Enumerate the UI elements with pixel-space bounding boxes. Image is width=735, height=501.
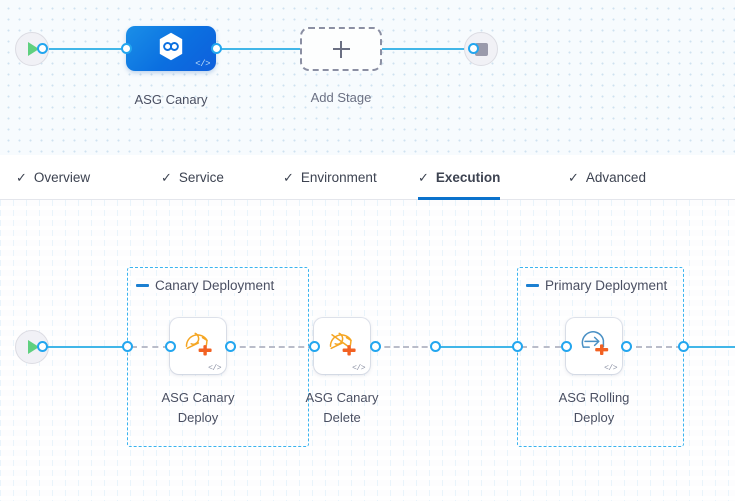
pipeline-stage-canvas[interactable]: </> ASG Canary Add Stage (0, 0, 735, 155)
execution-steps-canvas[interactable]: Canary Deployment </> ASG Canar (0, 200, 735, 501)
dash-link-canary-1 (131, 346, 169, 348)
step-node-asg-rolling-deploy[interactable]: </> (566, 318, 622, 374)
stage-config-tabs[interactable]: ✓ Overview ✓ Service ✓ Environment ✓ Exe… (0, 155, 735, 200)
step-asg-rolling-deploy-output-port[interactable] (621, 341, 632, 352)
add-stage-button[interactable] (300, 27, 382, 71)
tab-advanced[interactable]: ✓ Advanced (568, 155, 646, 200)
check-icon: ✓ (161, 170, 172, 185)
tab-overview-label: Overview (33, 170, 91, 185)
step-asg-canary-deploy-output-port[interactable] (225, 341, 236, 352)
code-glyph-icon: </> (604, 364, 617, 373)
tab-service-label: Service (178, 170, 224, 185)
asg-canary-deploy-icon (181, 327, 215, 364)
check-icon: ✓ (418, 170, 429, 185)
stage-input-port[interactable] (121, 43, 132, 54)
tab-environment-label: Environment (300, 170, 377, 185)
step-label-line1: ASG Canary (305, 390, 379, 405)
add-stage-label: Add Stage (310, 90, 372, 105)
tab-advanced-label: Advanced (585, 170, 646, 185)
edge-canary-to-primary-group (435, 346, 517, 348)
end-input-port[interactable] (468, 43, 479, 54)
step-node-asg-canary-delete[interactable]: </> (314, 318, 370, 374)
primary-group-input-port[interactable] (512, 341, 523, 352)
harness-hexagon-icon (154, 29, 188, 68)
code-glyph-icon: </> (208, 364, 221, 373)
step-label-line2: Deploy (573, 410, 615, 426)
canary-group-input-port[interactable] (122, 341, 133, 352)
check-icon: ✓ (16, 170, 27, 185)
step-group-primary-deployment-title: Primary Deployment (545, 278, 668, 293)
edge-start-to-canary-group (42, 346, 128, 348)
edge-stage-to-addstage (215, 48, 305, 50)
asg-canary-delete-icon (325, 327, 359, 364)
step-group-primary-deployment-header[interactable]: Primary Deployment (526, 278, 671, 293)
step-asg-canary-deploy-input-port[interactable] (165, 341, 176, 352)
edge-start-to-stage (42, 48, 128, 50)
collapse-toggle-icon[interactable] (136, 284, 149, 287)
dash-link-primary-1 (521, 346, 561, 348)
stage-label-asg-canary: ASG Canary (134, 92, 208, 107)
step-label-line1: ASG Canary (161, 390, 235, 405)
code-glyph-icon: </> (195, 59, 210, 69)
stage-output-port[interactable] (211, 43, 222, 54)
canary-group-output-port[interactable] (430, 341, 441, 352)
step-label-asg-rolling-deploy: ASG Rolling Deploy (534, 388, 654, 428)
step-label-asg-canary-delete: ASG Canary Delete (282, 388, 402, 428)
dash-link-primary-2 (626, 346, 682, 348)
tab-overview[interactable]: ✓ Overview (16, 155, 90, 200)
execution-start-output-port[interactable] (37, 341, 48, 352)
step-asg-canary-delete-output-port[interactable] (370, 341, 381, 352)
step-label-line2: Deploy (177, 410, 219, 426)
plus-icon (332, 40, 350, 58)
check-icon: ✓ (283, 170, 294, 185)
play-icon (28, 42, 39, 56)
step-node-asg-canary-deploy[interactable]: </> (170, 318, 226, 374)
primary-group-output-port[interactable] (678, 341, 689, 352)
edge-addstage-to-end (377, 48, 475, 50)
tab-execution-label: Execution (435, 170, 501, 185)
edge-primary-group-trailing (683, 346, 735, 348)
tab-environment[interactable]: ✓ Environment (283, 155, 377, 200)
step-label-line2: Delete (323, 410, 361, 426)
step-group-canary-deployment-header[interactable]: Canary Deployment (136, 278, 278, 293)
dash-link-canary-2 (230, 346, 314, 348)
step-label-asg-canary-deploy: ASG Canary Deploy (138, 388, 258, 428)
collapse-toggle-icon[interactable] (526, 284, 539, 287)
tab-service[interactable]: ✓ Service (161, 155, 224, 200)
play-icon (28, 340, 39, 354)
asg-rolling-deploy-icon (577, 327, 611, 364)
check-icon: ✓ (568, 170, 579, 185)
step-asg-canary-delete-input-port[interactable] (309, 341, 320, 352)
dash-link-canary-3 (375, 346, 437, 348)
step-label-line1: ASG Rolling (558, 390, 630, 405)
code-glyph-icon: </> (352, 364, 365, 373)
start-output-port[interactable] (37, 43, 48, 54)
tab-execution[interactable]: ✓ Execution (418, 155, 501, 200)
step-group-canary-deployment-title: Canary Deployment (155, 278, 275, 293)
step-asg-rolling-deploy-input-port[interactable] (561, 341, 572, 352)
stage-node-asg-canary[interactable]: </> (126, 26, 216, 71)
